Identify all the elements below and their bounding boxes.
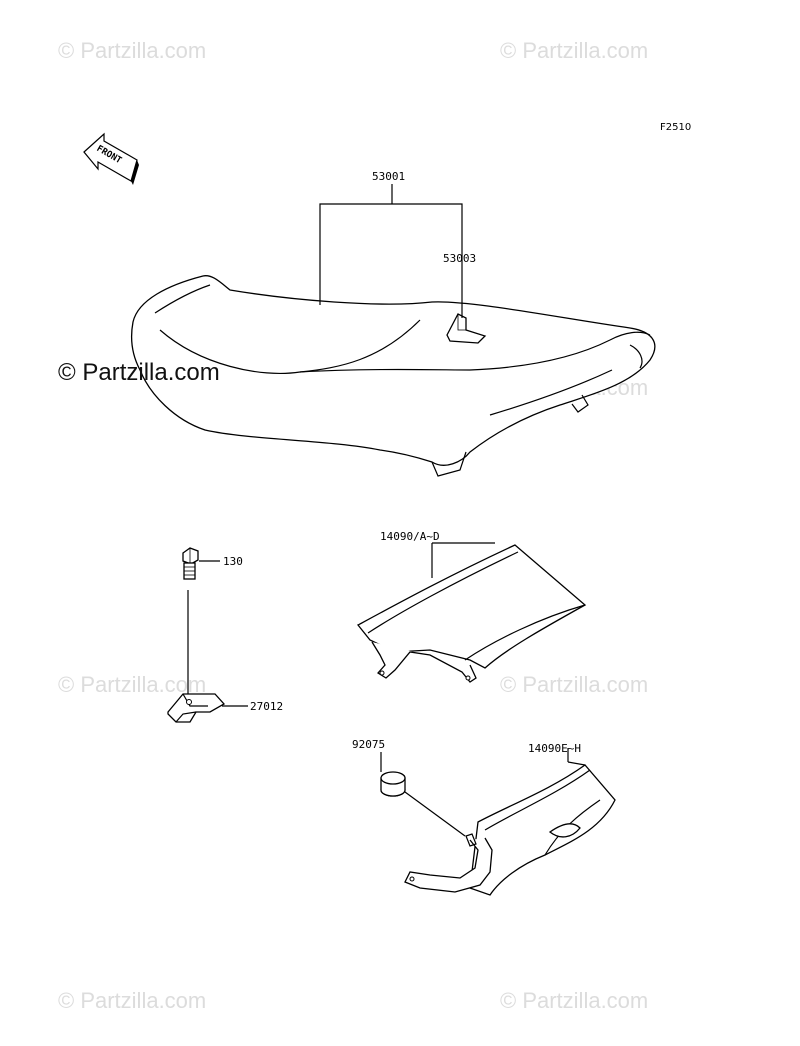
- part-label-130[interactable]: 130: [223, 555, 243, 568]
- part-label-14090-a-d[interactable]: 14090/A~D: [380, 530, 440, 543]
- seat-assembly: [131, 275, 656, 477]
- watermark-layer: © Partzilla.com © Partzilla.com © Partzi…: [58, 38, 648, 1013]
- callout-53001: 53001: [319, 170, 463, 318]
- callout-53003: 53003: [443, 252, 476, 265]
- watermark-bottom-right: © Partzilla.com: [500, 988, 648, 1013]
- seat-cover-14090-a-d: 14090/A~D: [357, 530, 587, 683]
- clip-27012: 27012: [167, 693, 283, 723]
- watermark-bottom-left: © Partzilla.com: [58, 988, 206, 1013]
- watermark-lower-right: © Partzilla.com: [500, 672, 648, 697]
- watermark-lower-left: © Partzilla.com: [58, 672, 206, 697]
- watermark-top-left: © Partzilla.com: [58, 38, 206, 63]
- figure-code: F2510: [660, 122, 691, 133]
- part-label-14090-e-h[interactable]: 14090E~H: [528, 742, 581, 755]
- front-arrow-icon: FRONT: [83, 132, 139, 185]
- part-label-53001[interactable]: 53001: [372, 170, 405, 183]
- part-label-27012[interactable]: 27012: [250, 700, 283, 713]
- bolt-130: 130: [182, 547, 243, 695]
- part-label-92075[interactable]: 92075: [352, 738, 385, 751]
- part-label-53003[interactable]: 53003: [443, 252, 476, 265]
- watermark-seat: © Partzilla.com: [58, 359, 220, 386]
- grommet-92075: 92075: [352, 738, 466, 837]
- seat-cover-14090-e-h: 14090E~H: [404, 742, 616, 896]
- watermark-top-right: © Partzilla.com: [500, 38, 648, 63]
